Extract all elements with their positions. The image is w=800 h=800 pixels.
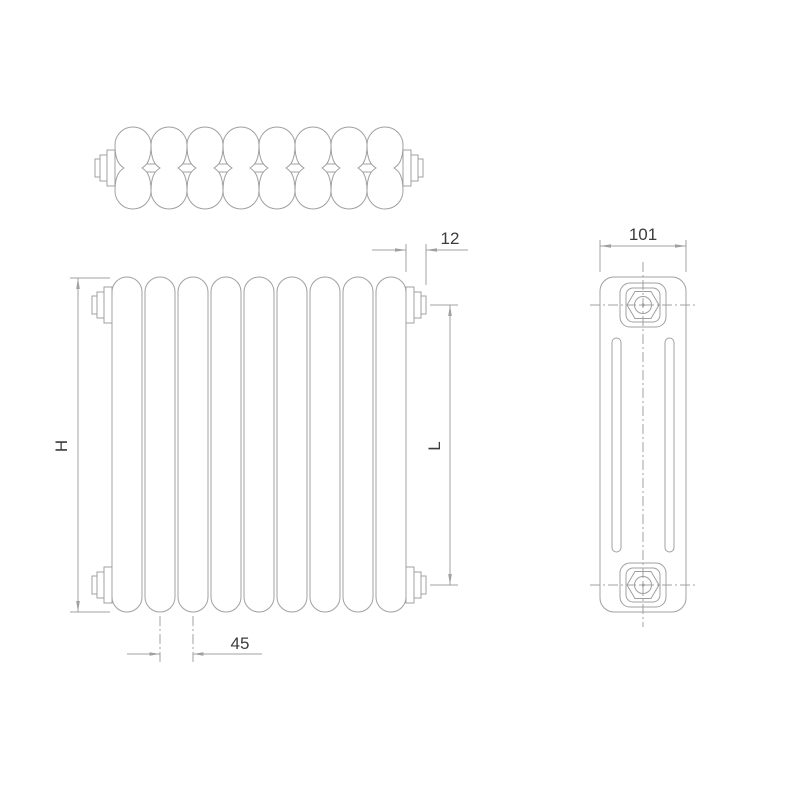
arrowhead-right (675, 244, 686, 248)
tube (309, 276, 341, 613)
end-plug-top-right (405, 286, 427, 324)
center-dot (641, 583, 645, 587)
extension-lines (70, 277, 110, 613)
top-view (94, 126, 424, 210)
side-slot-right (664, 337, 675, 553)
tube (342, 276, 374, 613)
dim-label-tapping-offset: 12 (441, 229, 460, 248)
element-connectors (142, 163, 376, 173)
extension-lines (599, 240, 687, 272)
dim-label-element-pitch: 45 (231, 634, 250, 653)
arrowhead-up (448, 305, 452, 316)
extension-lines (405, 244, 427, 285)
radiator-element-section (330, 126, 368, 210)
tube (177, 276, 209, 613)
arrowhead-left (193, 652, 204, 656)
bottom-bushing (619, 562, 667, 608)
tube (111, 276, 143, 613)
tube (276, 276, 308, 613)
arrowhead-left (426, 248, 437, 252)
arrowhead-right (395, 248, 406, 252)
front-view (91, 276, 427, 613)
end-plug-bottom-left (91, 566, 113, 604)
arrowhead-down (76, 601, 80, 612)
dim-label-height: H (52, 440, 71, 452)
dim-label-connection-distance: L (425, 441, 444, 450)
arrowhead-left (600, 244, 611, 248)
radiator-element-section (186, 126, 224, 210)
tube (144, 276, 176, 613)
arrowhead-right (149, 652, 160, 656)
radiator-element-section (294, 126, 332, 210)
dimension-element-pitch: 45 (127, 616, 262, 662)
dimension-connection-distance: L (425, 304, 458, 586)
tube (375, 276, 407, 613)
radiator-element-section (114, 126, 152, 210)
end-plug-top-left (91, 286, 113, 324)
radiator-element-section (258, 126, 296, 210)
radiator-element-section (366, 126, 404, 210)
extension-lines (430, 304, 458, 586)
radiator-element-section (150, 126, 188, 210)
side-slot-left (611, 337, 622, 553)
tube (243, 276, 275, 613)
end-plug-bottom-right (405, 566, 427, 604)
center-lines (590, 262, 696, 627)
tube (210, 276, 242, 613)
radiator-element-section (222, 126, 260, 210)
end-plug-left (94, 149, 116, 187)
dim-label-depth: 101 (629, 225, 657, 244)
dimension-depth: 101 (599, 225, 687, 272)
dimension-tapping-offset: 12 (372, 229, 468, 285)
element-sections (114, 126, 404, 210)
side-view (590, 262, 696, 627)
arrowhead-up (76, 278, 80, 289)
end-plug-right (402, 149, 424, 187)
dimension-height: H (52, 277, 110, 613)
tube-columns (111, 276, 407, 613)
element-center-lines (159, 616, 194, 662)
arrowhead-down (448, 574, 452, 585)
